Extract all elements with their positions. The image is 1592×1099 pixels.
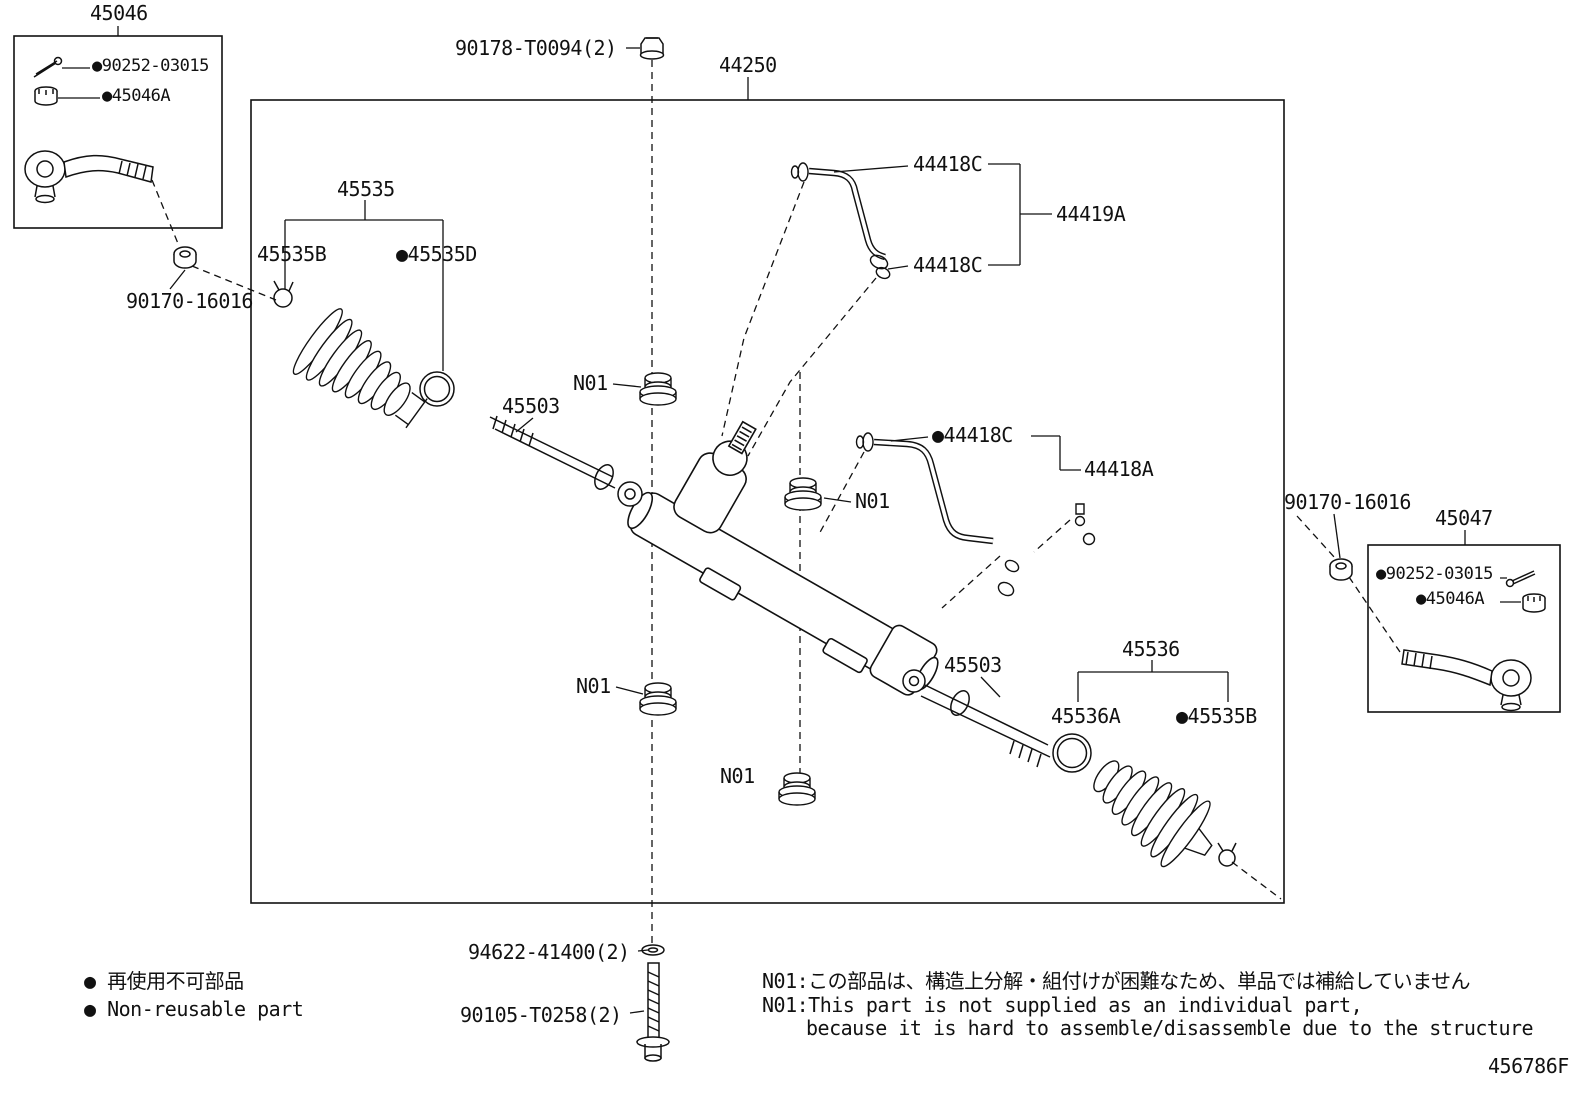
pipe-44419a-drawing (790, 162, 891, 280)
pipe-44418a-drawing (855, 432, 1096, 597)
mount-bushing-2-drawing (784, 477, 822, 511)
cotter-pin-icon (1511, 570, 1536, 585)
label-90252-03015-right: ●90252-03015 (1376, 564, 1493, 584)
washer-drawing (641, 944, 665, 956)
tie-rod-end-right-drawing (1401, 570, 1546, 712)
label-45535b-left: 45535B (257, 242, 327, 266)
label-90178-t0094: 90178-T0094(2) (455, 36, 617, 60)
boot-ring-left-drawing (419, 371, 455, 407)
lock-nut-left-drawing (173, 246, 197, 269)
label-45046: 45046 (90, 1, 148, 25)
tie-rod-end-left-drawing (24, 56, 154, 204)
boot-clamp-right-drawing (1217, 842, 1237, 867)
mount-bushing-4-drawing (778, 772, 816, 806)
label-44418a: 44418A (1084, 457, 1154, 481)
label-44418c-mid: 44418C (913, 253, 983, 277)
legend-non-reusable-jp: ● 再使用不可部品 (84, 969, 244, 993)
inner-tie-rod-right-drawing (902, 669, 1051, 768)
label-90252-03015-left: ●90252-03015 (92, 56, 209, 76)
label-45047: 45047 (1435, 506, 1493, 530)
label-45535d: ●45535D (396, 242, 477, 266)
castle-nut-icon (1522, 593, 1546, 613)
label-45536a: 45536A (1051, 704, 1121, 728)
boot-left-drawing (292, 308, 428, 429)
label-45046a-left: ●45046A (102, 86, 171, 106)
callout-boxes (13, 35, 1561, 904)
label-n01-4: N01 (720, 764, 755, 788)
mount-bushing-3-drawing (639, 682, 677, 716)
label-45535b-right: ●45535B (1176, 704, 1257, 728)
flange-nut-drawing (639, 37, 665, 60)
note-n01-jp: N01:この部品は、構造上分解・組付けが困難なため、単品では補給していません (762, 969, 1470, 993)
construction-lines (151, 60, 1401, 945)
label-90170-16016-left: 90170-16016 (126, 289, 253, 313)
label-44418c-top: 44418C (913, 152, 983, 176)
label-45046a-right: ●45046A (1416, 589, 1485, 609)
label-94622-41400: 94622-41400(2) (468, 940, 630, 964)
label-44418c-bullet: ●44418C (932, 423, 1013, 447)
label-45536: 45536 (1122, 637, 1180, 661)
inner-tie-rod-left-drawing (489, 415, 643, 507)
leader-lines (58, 26, 1521, 1014)
mount-bushing-1-drawing (639, 372, 677, 406)
label-n01-3: N01 (576, 674, 611, 698)
steering-gear-drawing (627, 420, 939, 696)
note-n01-en-line2: because it is hard to assemble/disassemb… (806, 1016, 1534, 1040)
boot-ring-right-drawing (1052, 733, 1092, 773)
label-n01-2: N01 (855, 489, 890, 513)
lock-nut-right-drawing (1329, 558, 1353, 581)
boot-right-drawing (1093, 760, 1213, 868)
bolt-drawing (636, 962, 670, 1062)
label-44250: 44250 (719, 53, 777, 77)
label-45535: 45535 (337, 177, 395, 201)
label-90105-t0258: 90105-T0258(2) (460, 1003, 622, 1027)
castle-nut-icon (34, 86, 58, 106)
label-45503-left: 45503 (502, 394, 560, 418)
boot-clamp-left-drawing (273, 280, 294, 308)
legend-non-reusable-en: ● Non-reusable part (84, 997, 304, 1021)
label-90170-16016-right: 90170-16016 (1284, 490, 1411, 514)
note-n01-en-line1: N01:This part is not supplied as an indi… (762, 993, 1363, 1017)
label-45503-right: 45503 (944, 653, 1002, 677)
figure-code: 456786F (1488, 1054, 1569, 1078)
label-44419a: 44419A (1056, 202, 1126, 226)
tie-rod-end-right-box (1367, 544, 1561, 713)
main-assembly-box (250, 99, 1285, 904)
cotter-pin-icon (33, 60, 58, 78)
label-n01-1: N01 (573, 371, 608, 395)
